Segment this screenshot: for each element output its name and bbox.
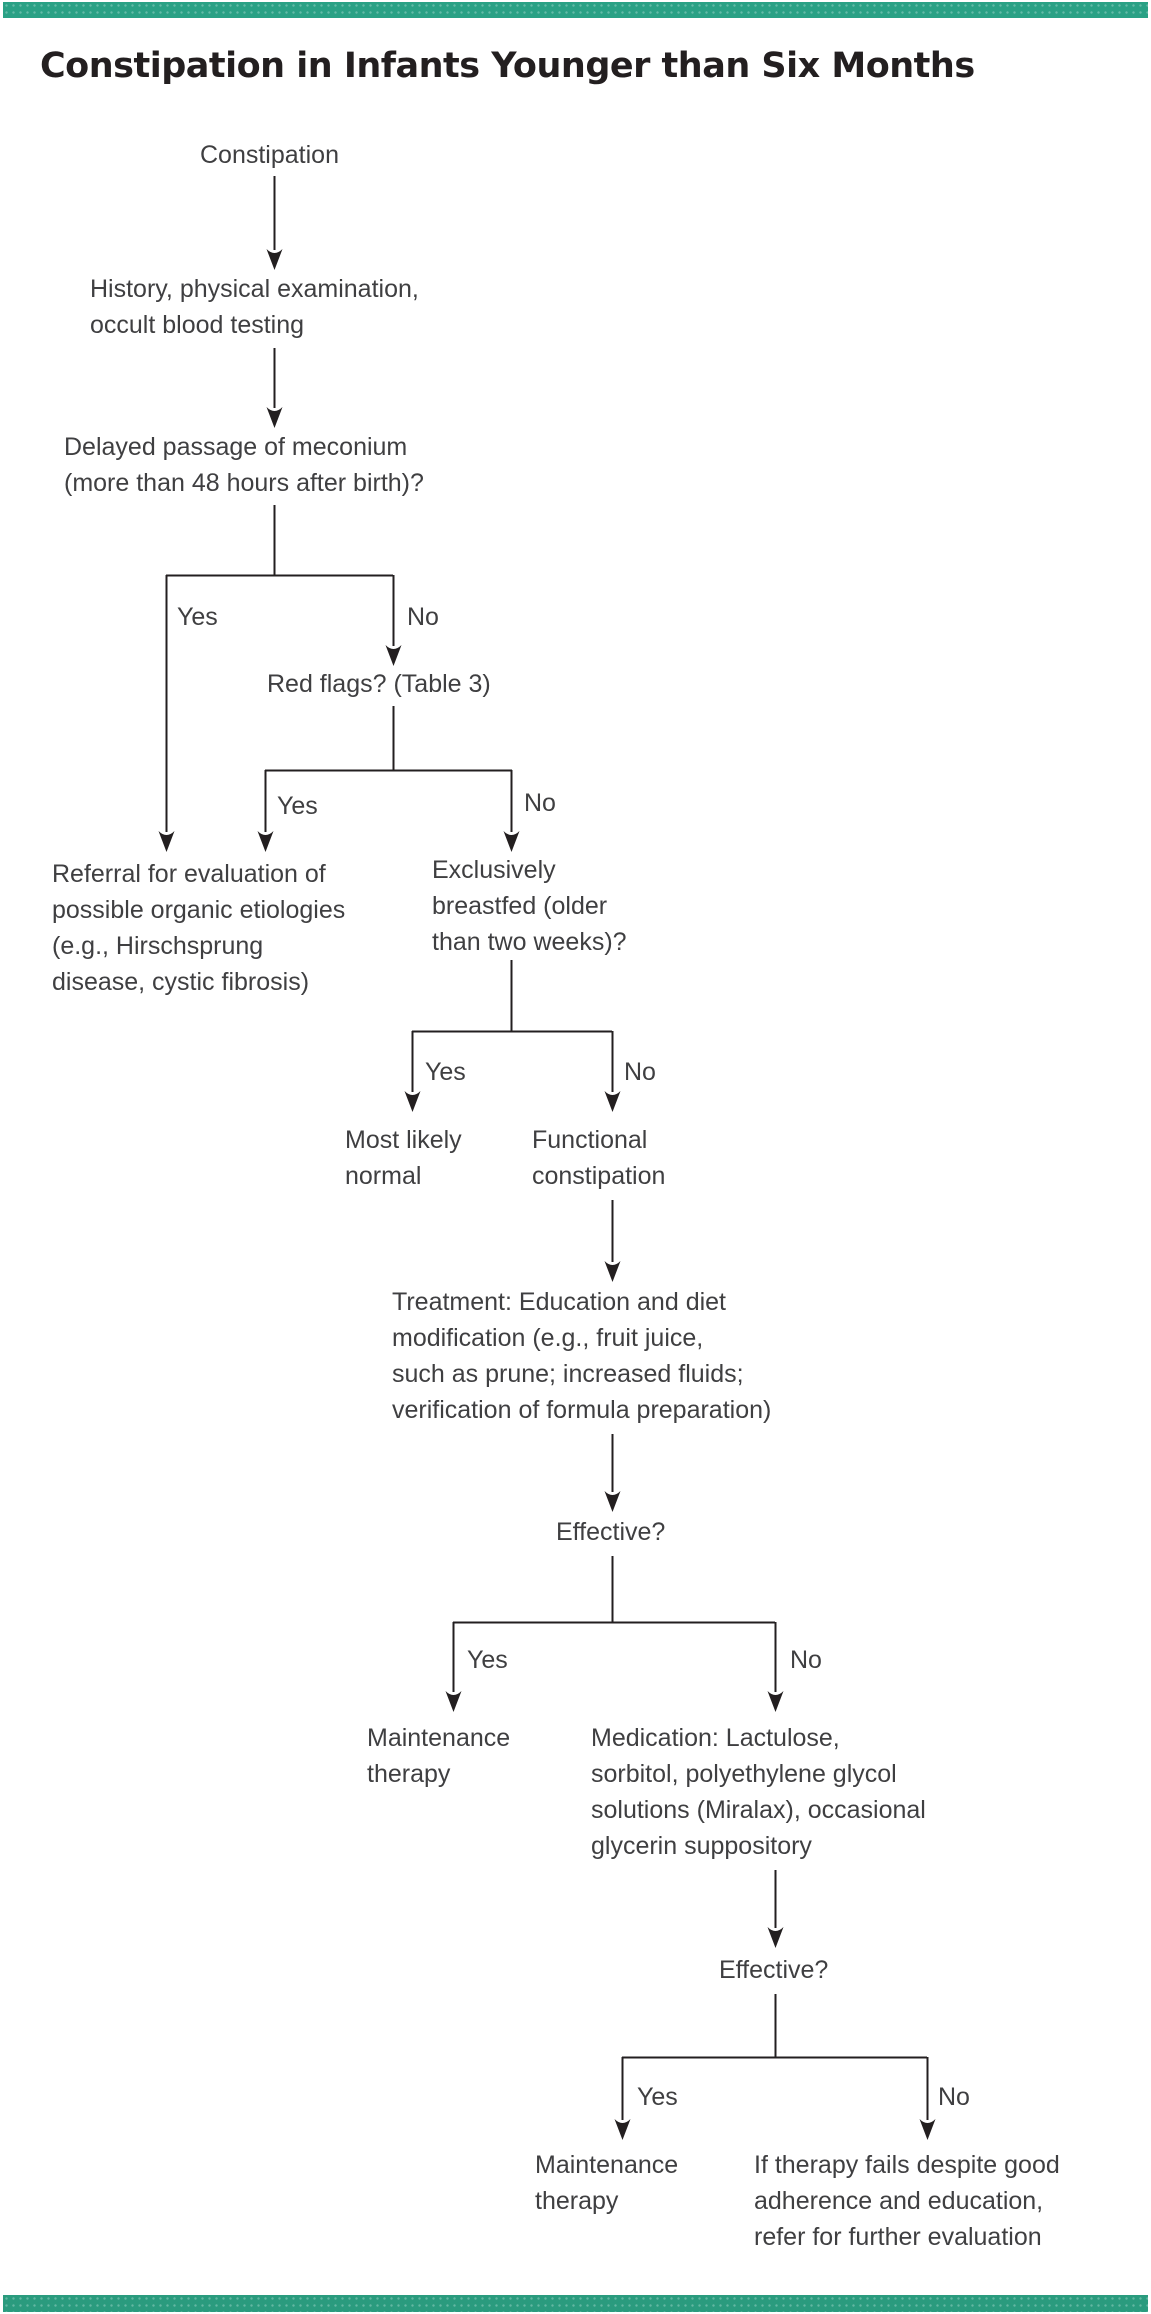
branch-label-yes-effective-1: Yes <box>467 1646 508 1674</box>
node-functional-constipation: Functional constipation <box>532 1126 666 1190</box>
node-effective-question-1: Effective? <box>556 1518 666 1546</box>
node-history-exam: History, physical examination, occult bl… <box>90 275 419 339</box>
branch-label-yes-breastfed: Yes <box>425 1058 466 1086</box>
node-therapy-fails-referral: If therapy fails despite good adherence … <box>754 2151 1060 2251</box>
node-constipation: Constipation <box>200 141 339 169</box>
node-breastfed-question: Exclusively breastfed (older than two we… <box>432 856 627 956</box>
branch-label-no-breastfed: No <box>624 1058 656 1086</box>
node-most-likely-normal: Most likely normal <box>345 1126 462 1190</box>
node-maintenance-therapy-2: Maintenance therapy <box>535 2151 679 2215</box>
node-maintenance-therapy-1: Maintenance therapy <box>367 1724 511 1788</box>
connector-lines <box>165 176 929 2120</box>
branch-label-no-effective-1: No <box>790 1646 822 1674</box>
node-referral: Referral for evaluation of possible orga… <box>52 860 346 996</box>
branch-label-no-red-flags: No <box>524 789 556 817</box>
node-medication: Medication: Lactulose, sorbitol, polyeth… <box>591 1724 926 1860</box>
branch-label-yes-red-flags: Yes <box>277 792 318 820</box>
node-treatment: Treatment: Education and diet modificati… <box>392 1288 772 1424</box>
figure-title: Constipation in Infants Younger than Six… <box>40 46 975 86</box>
branch-label-yes-meconium: Yes <box>177 603 218 631</box>
branch-label-yes-effective-2: Yes <box>637 2083 678 2111</box>
node-effective-question-2: Effective? <box>719 1956 829 1984</box>
branch-label-no-meconium: No <box>407 603 439 631</box>
node-meconium-question: Delayed passage of meconium (more than 4… <box>64 433 424 497</box>
node-red-flags-question: Red flags? (Table 3) <box>267 670 491 698</box>
bottom-accent-bar <box>3 2295 1148 2312</box>
branch-label-no-effective-2: No <box>938 2083 970 2111</box>
top-accent-bar <box>3 2 1148 18</box>
connector-arrowheads <box>158 249 936 2140</box>
